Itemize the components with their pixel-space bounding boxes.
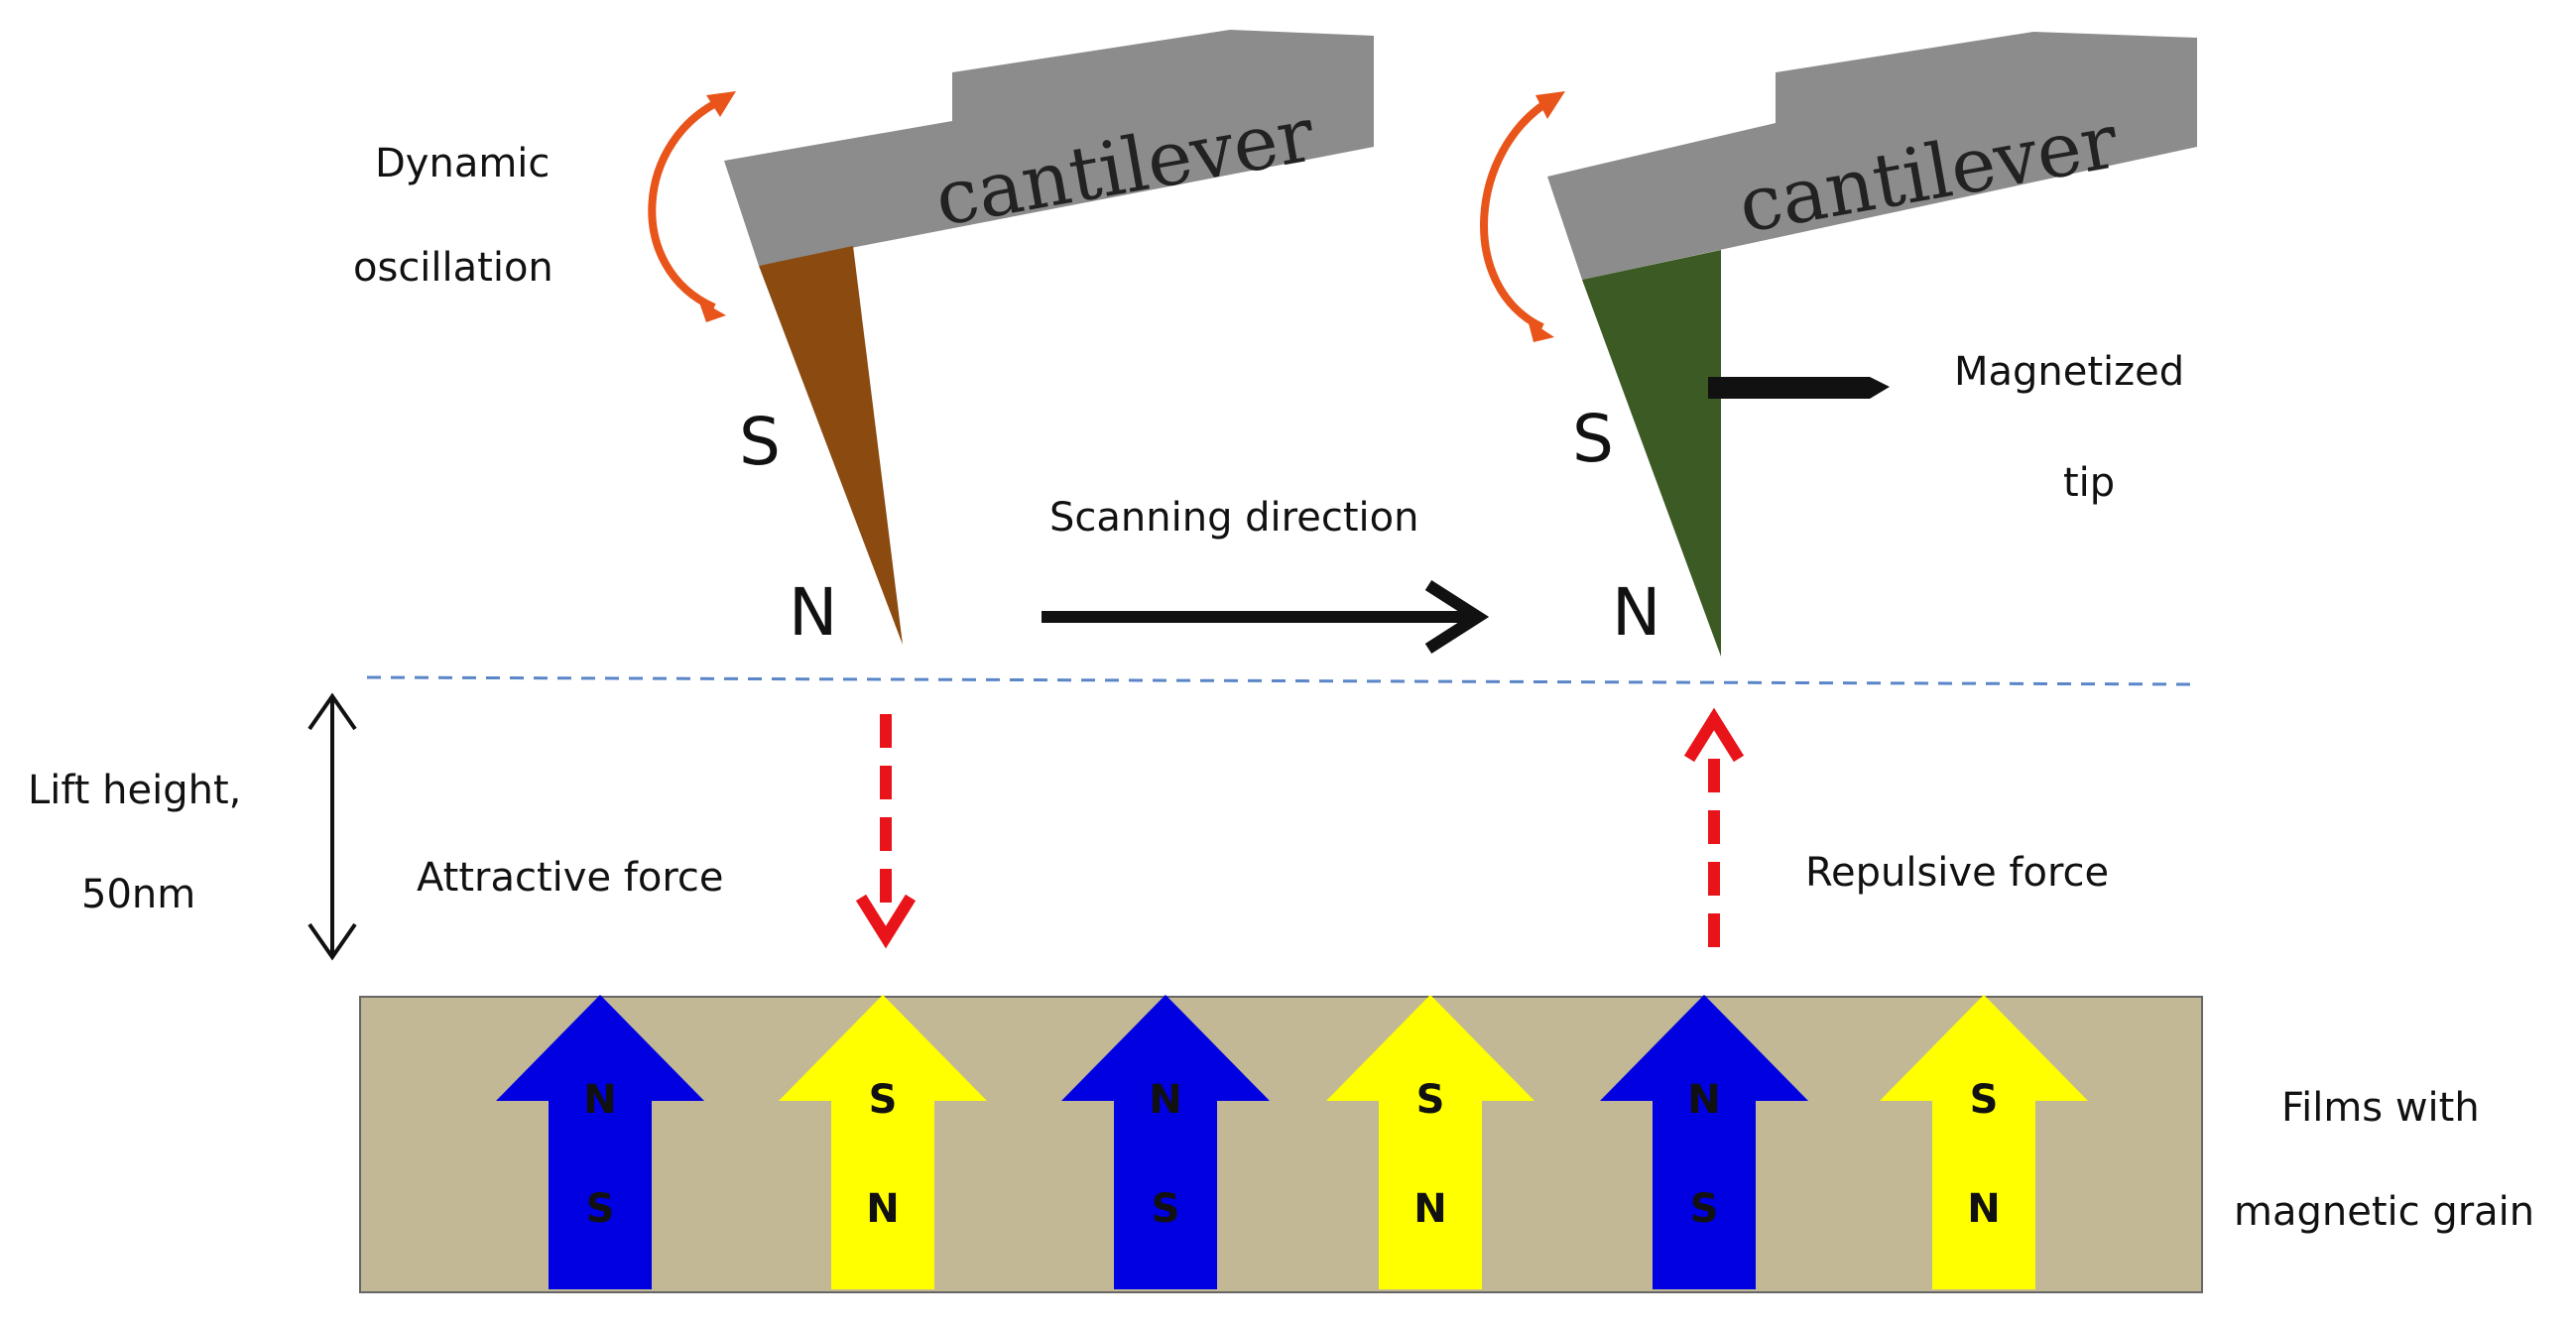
grain-arrow: [1061, 995, 1270, 1289]
lift-height-reference-line: [366, 675, 2193, 686]
grain-top-pole-label: N: [1687, 1077, 1720, 1123]
grain-bottom-pole-label: N: [1413, 1186, 1446, 1232]
right-cantilever-beam: [1547, 32, 2197, 280]
grain-bottom-pole-label: N: [866, 1186, 899, 1232]
grain-arrow: [496, 995, 704, 1289]
grain-top-pole-label: N: [1149, 1077, 1181, 1123]
grain-bottom-pole-label: S: [1152, 1186, 1180, 1232]
left-tip: [759, 246, 903, 645]
right-oscillation-arrow: [1480, 95, 1555, 331]
grain-bottom-pole-label: N: [1967, 1186, 2000, 1232]
right-oscillation-arrowhead-top: [1535, 91, 1565, 119]
left-oscillation-arrowhead-bottom: [698, 300, 726, 322]
right-oscillation-arrowhead-bottom: [1528, 319, 1554, 342]
left-oscillation-arrowhead-top: [706, 91, 736, 117]
lift-height-value: 50nm: [81, 872, 195, 917]
right-tip: [1582, 250, 1721, 657]
scanning-direction-arrowhead: [1424, 579, 1490, 655]
grain-arrow: [779, 995, 987, 1289]
grain-top-pole-label: S: [869, 1077, 898, 1123]
magnetic-film: [359, 996, 2203, 1293]
lift-height-arrowhead-bottom: [307, 922, 357, 961]
right-tip-north-label: N: [1612, 574, 1660, 651]
repulsive-force-label: Repulsive force: [1805, 850, 2109, 896]
lift-height-arrowhead-top: [307, 692, 357, 731]
grain-bottom-pole-label: S: [586, 1186, 615, 1232]
grain-top-pole-label: S: [1970, 1077, 1999, 1123]
lift-height-label: Lift height,: [28, 768, 241, 813]
films-with-label: Films with: [2281, 1085, 2480, 1131]
grain-arrow: [1600, 995, 1808, 1289]
scanning-direction-label: Scanning direction: [1049, 495, 1418, 541]
magnetized-label: Magnetized: [1954, 349, 2184, 395]
magnetized-tip-pointer: [1708, 377, 1890, 399]
tip-label: tip: [2063, 460, 2115, 506]
right-tip-south-label: S: [1572, 401, 1614, 477]
oscillation-label: oscillation: [353, 245, 553, 291]
grain-arrow: [1880, 995, 2088, 1289]
dynamic-label: Dynamic: [375, 141, 550, 186]
attractive-force-arrowhead: [855, 894, 917, 949]
magnetic-grains: N S S N N S S N N S S N: [496, 995, 2088, 1289]
magnetic-grain-label: magnetic grain: [2234, 1189, 2534, 1235]
left-tip-south-label: S: [739, 404, 781, 480]
left-probe: cantilever S N: [648, 30, 1374, 651]
grain-top-pole-label: N: [583, 1077, 616, 1123]
grain-arrow: [1326, 995, 1534, 1289]
attractive-force-label: Attractive force: [417, 855, 724, 901]
repulsive-force-arrowhead: [1683, 707, 1745, 763]
grain-top-pole-label: S: [1416, 1077, 1445, 1123]
left-oscillation-arrow: [648, 95, 726, 311]
grain-bottom-pole-label: S: [1690, 1186, 1719, 1232]
left-tip-north-label: N: [789, 574, 837, 651]
left-cantilever-beam: [724, 30, 1374, 266]
right-probe: cantilever S N: [1480, 32, 2197, 657]
